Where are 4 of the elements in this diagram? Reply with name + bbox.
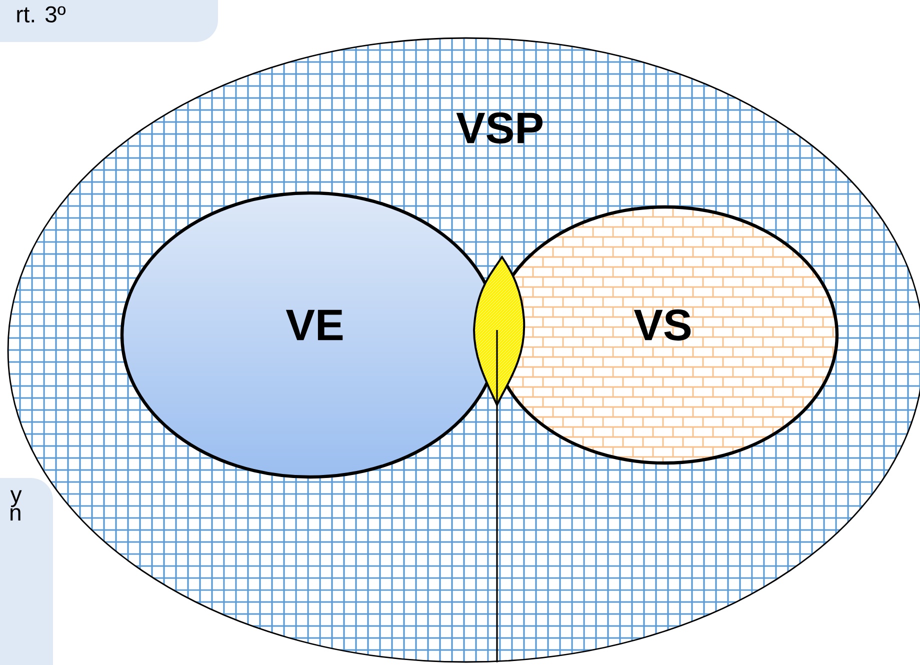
note-box: rt. 3º (0, 0, 218, 42)
node-label: VS (634, 309, 691, 341)
note-box: y n (0, 478, 53, 665)
leader-line (496, 330, 498, 662)
